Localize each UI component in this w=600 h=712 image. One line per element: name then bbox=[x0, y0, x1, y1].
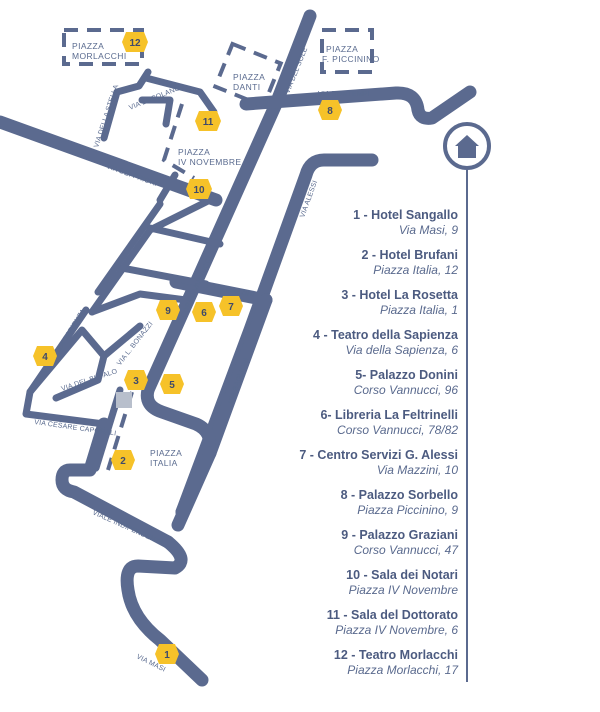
legend-name: 12 - Teatro Morlacchi bbox=[333, 648, 458, 662]
legend-name: 7 - Centro Servizi G. Alessi bbox=[299, 448, 458, 462]
svg-text:11: 11 bbox=[203, 117, 214, 128]
svg-text:1: 1 bbox=[164, 650, 170, 661]
road-via-bontempi bbox=[239, 85, 477, 125]
legend-address: Via Mazzini, 10 bbox=[376, 463, 458, 477]
marker-12[interactable]: 12 bbox=[122, 32, 148, 52]
legend-address: Via della Sapienza, 6 bbox=[345, 343, 458, 357]
marker-7[interactable]: 7 bbox=[219, 296, 243, 316]
road-west-diagonal-1 bbox=[88, 196, 214, 316]
marker-4[interactable]: 4 bbox=[33, 346, 57, 366]
legend-address: Corso Vannucci, 78/82 bbox=[337, 423, 458, 437]
road-via-masi bbox=[120, 535, 209, 687]
legend-address: Piazza Italia, 1 bbox=[379, 303, 458, 317]
road-via-alessi bbox=[175, 153, 379, 519]
legend-name: 4 - Teatro della Sapienza bbox=[313, 328, 458, 342]
label-via-bontempi: VIA BONTEMPI bbox=[318, 91, 370, 98]
piazza-italia-hatch bbox=[116, 392, 132, 408]
legend-address: Corso Vannucci, 96 bbox=[353, 383, 458, 397]
svg-text:2: 2 bbox=[120, 456, 126, 467]
road-via-mazzini bbox=[169, 275, 273, 307]
road-piazza-morlacchi-link bbox=[142, 74, 218, 116]
road-west-diagonal-2 bbox=[94, 200, 164, 296]
legend-name: 2 - Hotel Brufani bbox=[361, 248, 458, 262]
label-via-del-bufalo: VIA DEL BUFALO bbox=[60, 368, 118, 393]
road-via-della-sapienza bbox=[88, 290, 190, 316]
road-cross-2 bbox=[118, 264, 210, 288]
road-via-del-sole bbox=[269, 9, 317, 111]
svg-text:12: 12 bbox=[129, 38, 141, 49]
road-via-dei-priori-branch bbox=[156, 171, 179, 204]
legend-name: 11 - Sala del Dottorato bbox=[326, 608, 458, 622]
legend-address: Piazza Morlacchi, 17 bbox=[347, 663, 458, 677]
svg-text:6: 6 bbox=[201, 308, 207, 319]
legend-address: Piazza Piccinino, 9 bbox=[357, 503, 458, 517]
svg-text:4: 4 bbox=[42, 352, 48, 363]
road-cross-1 bbox=[146, 224, 224, 248]
svg-text:10: 10 bbox=[193, 185, 205, 196]
road-via-l-bonazzi bbox=[100, 322, 144, 360]
marker-8[interactable]: 8 bbox=[318, 100, 342, 120]
piazza-piccinino-outline bbox=[320, 28, 374, 74]
piazza-iv-novembre-outline bbox=[161, 103, 196, 180]
marker-3[interactable]: 3 bbox=[124, 370, 148, 390]
legend-address: Piazza IV Novembre bbox=[348, 583, 458, 597]
marker-2[interactable]: 2 bbox=[111, 450, 135, 470]
svg-text:3: 3 bbox=[133, 376, 139, 387]
road-via-baglioni bbox=[203, 293, 273, 460]
roads bbox=[0, 9, 477, 687]
road-viale-indipendenza bbox=[171, 446, 217, 532]
svg-text:8: 8 bbox=[327, 106, 333, 117]
road-via-ercolano bbox=[138, 96, 174, 128]
road-via-dei-priori bbox=[0, 115, 223, 207]
legend-name: 9 - Palazzo Graziani bbox=[341, 528, 458, 542]
markers: 1 2 3 4 5 6 7 8 9 10 11 12 bbox=[33, 32, 342, 664]
legend-name: 1 - Hotel Sangallo bbox=[353, 208, 458, 222]
marker-1[interactable]: 1 bbox=[155, 644, 179, 664]
marker-11[interactable]: 11 bbox=[195, 111, 221, 131]
svg-text:5: 5 bbox=[169, 380, 175, 391]
legend-name: 6- Libreria La Feltrinelli bbox=[320, 408, 458, 422]
legend-address: Piazza IV Novembre, 6 bbox=[335, 623, 458, 637]
marker-5[interactable]: 5 bbox=[160, 374, 184, 394]
road-corso-vannucci bbox=[141, 97, 283, 397]
thin-roads bbox=[22, 68, 224, 472]
legend-name: 5- Palazzo Donini bbox=[355, 368, 458, 382]
svg-text:9: 9 bbox=[165, 306, 171, 317]
legend-address: Piazza Italia, 12 bbox=[373, 263, 458, 277]
home-icon bbox=[443, 122, 491, 170]
road-via-cesare-caporali bbox=[55, 417, 175, 549]
piazza-danti-outline bbox=[212, 41, 284, 109]
marker-9[interactable]: 9 bbox=[156, 300, 180, 320]
svg-text:7: 7 bbox=[228, 302, 234, 313]
road-sapienza-down bbox=[22, 306, 108, 428]
road-piazza-italia bbox=[140, 383, 216, 519]
legend-name: 8 - Palazzo Sorbello bbox=[340, 488, 458, 502]
legend-address: Corso Vannucci, 47 bbox=[353, 543, 458, 557]
marker-6[interactable]: 6 bbox=[192, 302, 216, 322]
legend-name: 10 - Sala dei Notari bbox=[346, 568, 458, 582]
legend-address: Via Masi, 9 bbox=[398, 223, 458, 237]
marker-10[interactable]: 10 bbox=[186, 179, 212, 199]
legend-name: 3 - Hotel La Rosetta bbox=[341, 288, 458, 302]
